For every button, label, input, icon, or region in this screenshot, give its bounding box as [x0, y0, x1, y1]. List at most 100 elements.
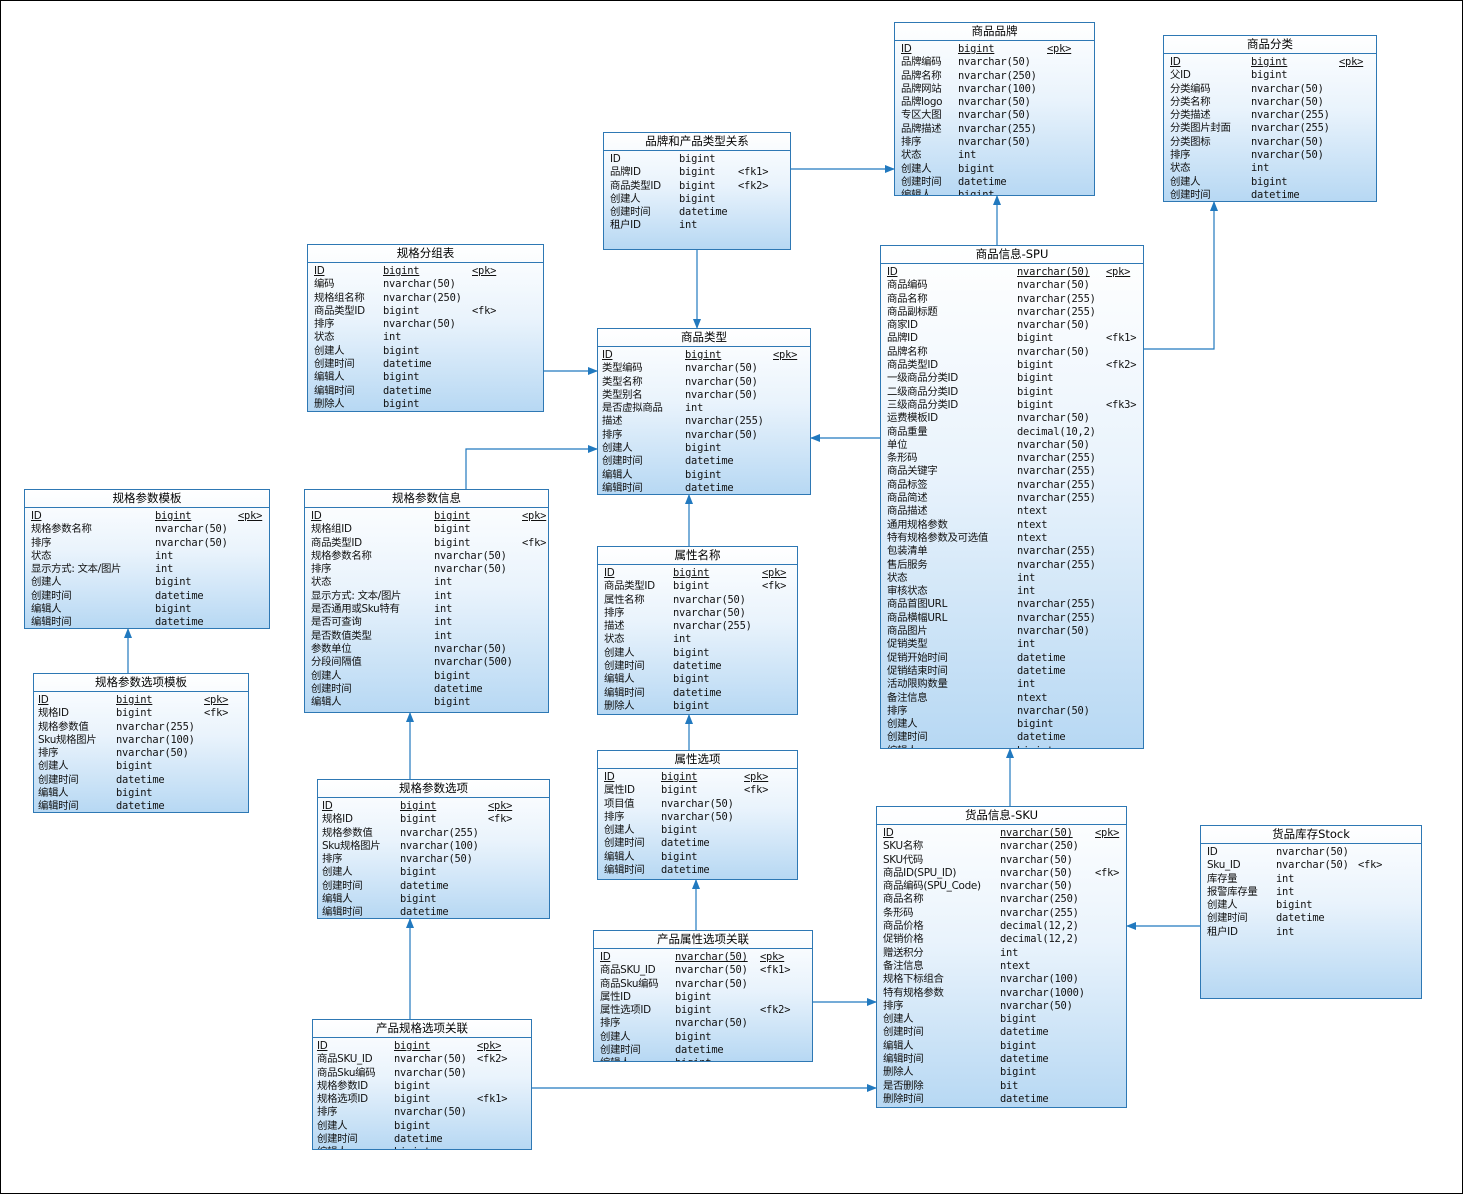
- attribute-name: 品牌ID: [887, 332, 918, 345]
- attribute-type: nvarchar(255): [1017, 558, 1096, 571]
- attribute-type: nvarchar(50): [685, 388, 758, 401]
- attribute-name: 是否虚拟商品: [602, 402, 663, 415]
- attribute-type: datetime: [679, 206, 728, 219]
- entity-title: 货品库存Stock: [1201, 826, 1421, 844]
- link-spu-category: [1144, 201, 1218, 350]
- attribute-name: 创建人: [317, 1119, 348, 1132]
- attribute-type: nvarchar(50): [958, 136, 1031, 149]
- attribute-key: <pk>: [762, 567, 787, 579]
- attribute-name: ID: [901, 43, 912, 55]
- attribute-name: 商品类型ID: [311, 536, 362, 549]
- attribute-row: 商品编码(SPU_Code)nvarchar(50): [877, 880, 1126, 893]
- attribute-type: nvarchar(50): [1000, 853, 1073, 866]
- attribute-name: 规格ID: [38, 707, 69, 720]
- attribute-key: <fk>: [488, 813, 513, 826]
- attribute-type: nvarchar(255): [1017, 478, 1096, 491]
- attribute-name: 排序: [31, 536, 52, 549]
- attribute-type: datetime: [958, 175, 1007, 188]
- attribute-type: nvarchar(50): [155, 523, 228, 536]
- attribute-name: 状态: [901, 149, 922, 162]
- attribute-key: <fk1>: [1106, 332, 1137, 345]
- attribute-name: 品牌网站: [901, 82, 942, 95]
- attribute-name: ID: [1170, 56, 1181, 68]
- attribute-type: datetime: [673, 660, 722, 673]
- attribute-name: 创建时间: [604, 660, 645, 673]
- attribute-name: 编辑人: [883, 1039, 914, 1052]
- attribute-name: 创建人: [314, 344, 345, 357]
- attribute-type: nvarchar(255): [1017, 305, 1096, 318]
- attribute-name: ID: [322, 800, 333, 812]
- attribute-type: bigint: [394, 1079, 431, 1092]
- attribute-type: datetime: [685, 455, 734, 468]
- attribute-name: Sku_ID: [1207, 859, 1241, 872]
- attribute-type: nvarchar(50): [675, 964, 748, 977]
- attribute-name: ID: [1207, 846, 1218, 858]
- attribute-name: 赠送积分: [883, 946, 924, 959]
- attribute-type: bigint: [685, 442, 722, 455]
- attribute-name: 创建人: [38, 760, 69, 773]
- attribute-type: datetime: [400, 906, 449, 919]
- attribute-type: nvarchar(50): [394, 1106, 467, 1119]
- attribute-type: nvarchar(255): [1251, 109, 1330, 122]
- attribute-type: bigint: [394, 1093, 431, 1106]
- attribute-type: datetime: [116, 773, 165, 786]
- attribute-name: 编辑人: [31, 603, 62, 616]
- attribute-name: 编辑人: [887, 745, 918, 748]
- attribute-name: 商品类型ID: [314, 304, 365, 317]
- attribute-key: <fk>: [204, 707, 229, 720]
- attribute-name: 规格参数名称: [311, 549, 372, 562]
- attribute-name: 创建人: [31, 576, 62, 589]
- attribute-type: int: [434, 603, 453, 616]
- attribute-type: bigint: [675, 990, 712, 1003]
- attribute-type: datetime: [673, 686, 722, 699]
- attribute-type: nvarchar(50): [675, 1017, 748, 1030]
- attribute-type: int: [1017, 678, 1036, 691]
- attribute-type: nvarchar(50): [394, 1053, 467, 1066]
- attribute-type: datetime: [685, 481, 734, 494]
- attribute-type: bigint: [1251, 175, 1288, 188]
- attribute-name: 租户ID: [1207, 925, 1238, 938]
- attribute-key: <fk3>: [1106, 398, 1137, 411]
